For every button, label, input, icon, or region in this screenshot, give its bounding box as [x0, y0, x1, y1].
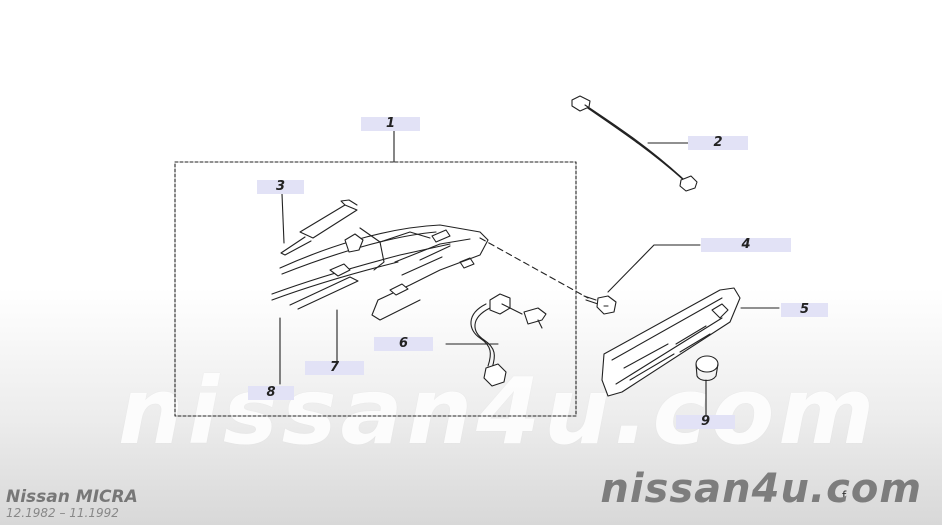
callout-6[interactable]: 6 [374, 337, 433, 351]
assembly-frame [174, 161, 577, 417]
brand-logo: nissan4u.com [600, 466, 922, 512]
callout-3[interactable]: 3 [257, 180, 304, 194]
dashed-screw-line [479, 237, 589, 299]
screw-part-4 [583, 295, 617, 315]
model-years: 12.1982 – 11.1992 [6, 506, 119, 520]
callout-7[interactable]: 7 [305, 361, 364, 375]
callout-9[interactable]: 9 [676, 415, 735, 429]
cover-part-5 [601, 287, 741, 397]
knob-part-9 [695, 355, 719, 382]
callout-4[interactable]: 4 [701, 238, 791, 252]
leader-3 [281, 193, 285, 244]
callout-2[interactable]: 2 [688, 136, 748, 150]
model-name: Nissan MICRA [6, 487, 138, 507]
cable-part-2 [571, 95, 698, 192]
callout-5[interactable]: 5 [781, 303, 828, 317]
callout-8[interactable]: 8 [248, 386, 294, 400]
corner-mark: f [842, 489, 847, 503]
leader-4 [607, 244, 701, 293]
callout-1[interactable]: 1 [361, 117, 420, 131]
harness-part-6 [470, 293, 547, 387]
seat-mechanism [271, 199, 489, 321]
